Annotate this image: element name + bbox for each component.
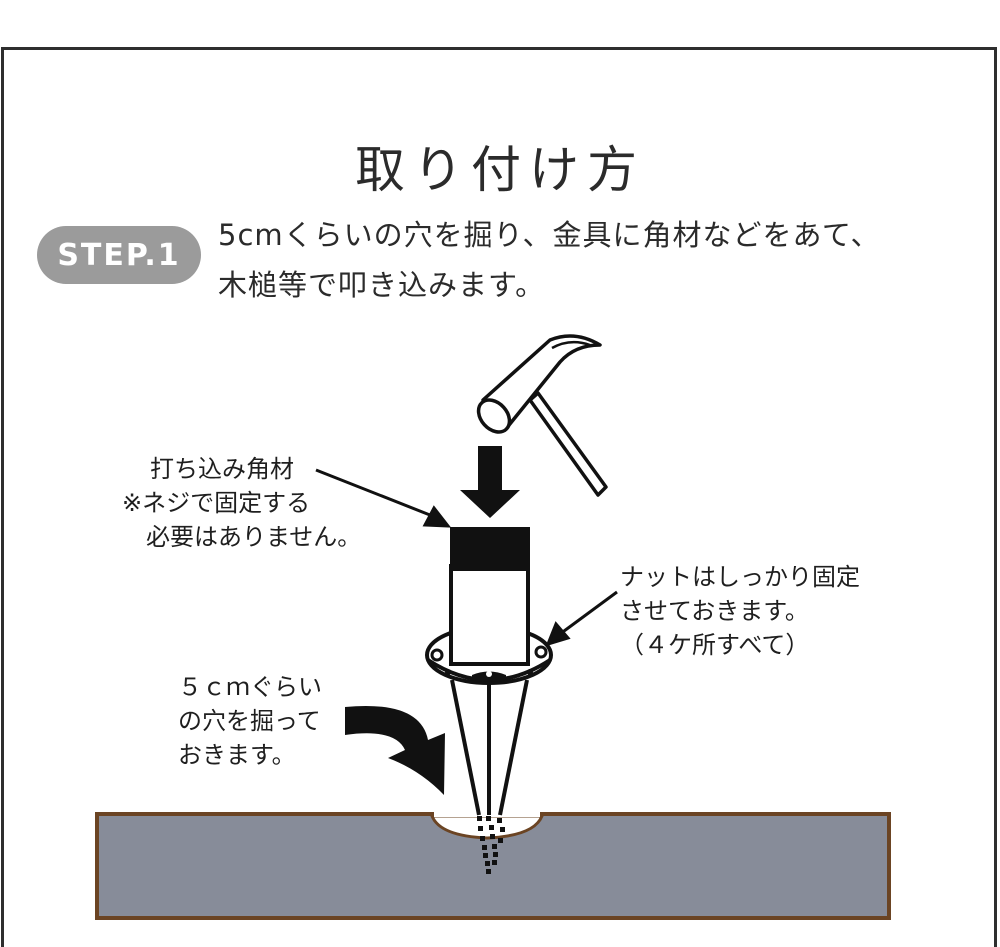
content-frame	[1, 47, 997, 947]
nut-leader-arrow	[545, 590, 618, 647]
nut-label: ナットはしっかり固定 させておきます。 （４ケ所すべて）	[620, 563, 860, 659]
step-instructions: 5cmくらいの穴を掘り、金具に角材などをあて、 木槌等で叩き込みます。	[218, 210, 880, 310]
page-title: 取り付け方	[355, 140, 645, 199]
step-badge: STEP.1	[37, 226, 201, 284]
step-line-1: 5cmくらいの穴を掘り、金具に角材などをあて、	[218, 218, 881, 252]
nut-icon	[430, 648, 444, 662]
step-line-2: 木槌等で叩き込みます。	[218, 268, 546, 302]
curved-arrow-icon	[345, 705, 445, 795]
stake-spike-icon	[477, 816, 505, 874]
down-arrow-icon	[460, 446, 520, 518]
hole-label: ５ｃｍぐらい の穴を掘って おきます。	[178, 673, 322, 769]
post-label: 打ち込み角材 ※ネジで固定する 必要はありません。	[122, 455, 362, 551]
post-leader-arrow	[315, 468, 452, 528]
post-timber	[449, 527, 530, 666]
stake-legs	[450, 679, 529, 816]
ground-illustration	[95, 812, 891, 920]
hammer-icon	[476, 334, 608, 497]
nut-icon	[534, 645, 548, 659]
